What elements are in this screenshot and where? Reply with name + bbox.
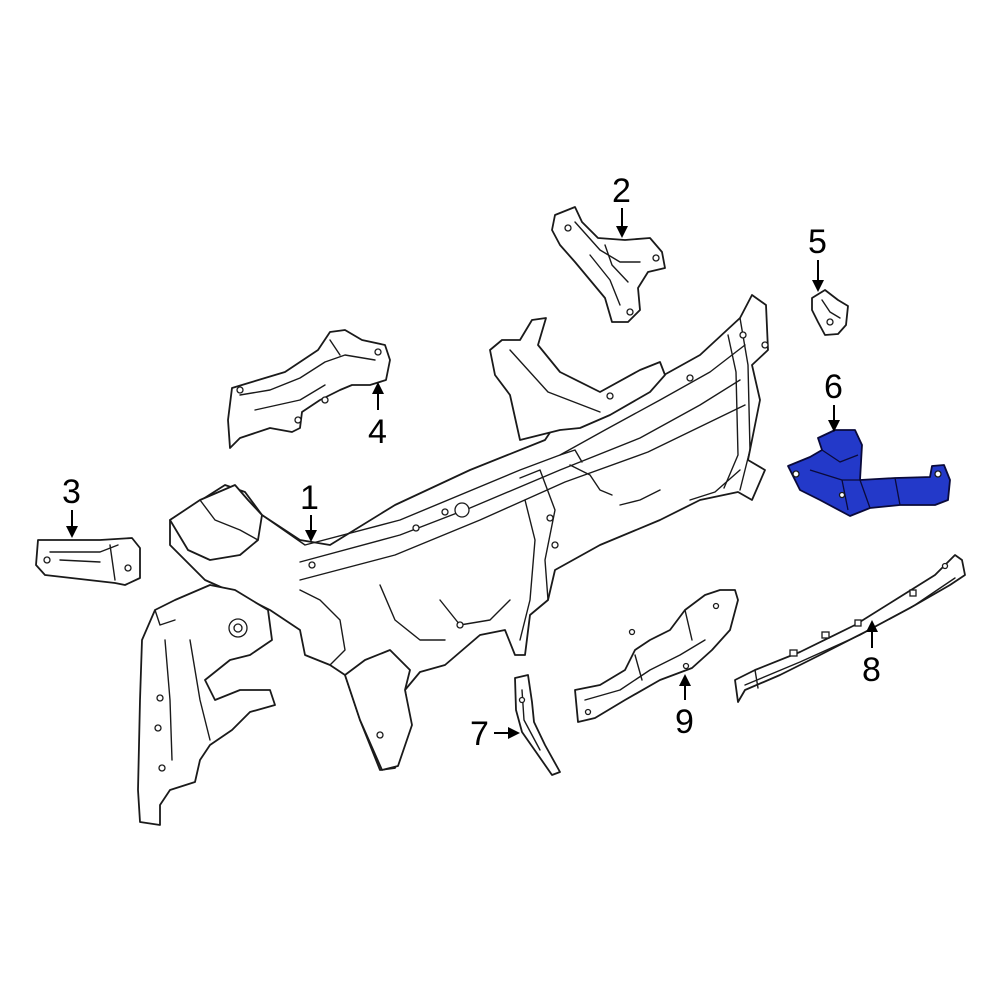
callout-7: 7 <box>470 715 520 753</box>
callout-8-arrow <box>866 620 878 632</box>
callout-3-arrow <box>66 526 78 538</box>
part-7-brace[interactable] <box>514 674 561 776</box>
callout-7-label: 7 <box>470 715 489 753</box>
part-3-plate[interactable] <box>35 537 141 586</box>
callout-5-arrow <box>812 280 824 292</box>
callout-6-arrow <box>828 420 840 432</box>
callout-3-label: 3 <box>62 473 81 511</box>
callout-6: 6 <box>824 368 843 432</box>
part-9-bracket[interactable] <box>574 589 739 723</box>
callout-9-label: 9 <box>675 703 694 741</box>
callout-5-label: 5 <box>808 223 827 261</box>
part-8-reinforcement[interactable] <box>734 554 966 703</box>
callout-7-arrow <box>508 727 520 739</box>
part-4-bracket[interactable] <box>227 329 391 449</box>
callout-2-arrow <box>616 226 628 238</box>
callout-8: 8 <box>862 620 881 689</box>
callout-2-label: 2 <box>612 172 631 210</box>
callout-9-arrow <box>679 674 691 686</box>
callout-4-label: 4 <box>368 413 387 451</box>
part-6-bracket-highlighted[interactable] <box>787 429 951 517</box>
callout-2: 2 <box>612 172 631 238</box>
part-1-cross-car-beam[interactable] <box>137 294 769 826</box>
callout-8-label: 8 <box>862 651 881 689</box>
callout-3: 3 <box>62 473 81 538</box>
callout-9: 9 <box>675 674 694 741</box>
callout-1: 1 <box>300 479 319 542</box>
part-5-clip[interactable] <box>811 289 849 336</box>
callout-1-arrow <box>305 530 317 542</box>
callout-4: 4 <box>368 382 387 451</box>
callout-5: 5 <box>808 223 827 292</box>
callout-6-label: 6 <box>824 368 843 406</box>
callout-1-label: 1 <box>300 479 319 517</box>
callout-4-arrow <box>372 382 384 394</box>
part-2-upper-bracket[interactable] <box>551 206 666 323</box>
